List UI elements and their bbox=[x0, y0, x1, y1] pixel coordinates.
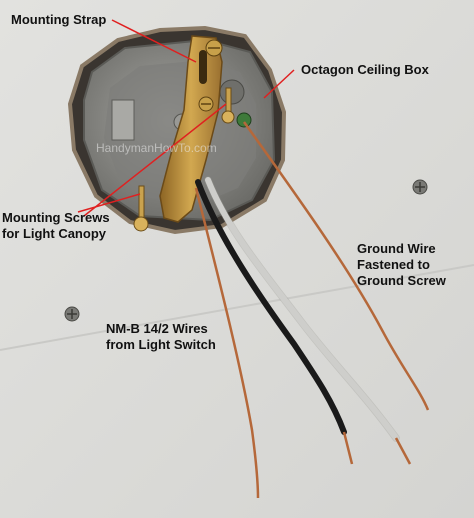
drywall-seam bbox=[0, 264, 474, 351]
label-nm-wires: NM-B 14/2 Wires from Light Switch bbox=[106, 321, 216, 353]
watermark: HandymanHowTo.com bbox=[96, 141, 217, 155]
label-nm-wires-line1: NM-B 14/2 Wires bbox=[106, 321, 208, 336]
canopy-screw-knob bbox=[133, 216, 149, 232]
callout-line-octagon bbox=[263, 69, 295, 99]
white-wire-outline bbox=[204, 176, 400, 442]
white-wire bbox=[205, 177, 399, 441]
label-ground-wire-line1: Ground Wire bbox=[357, 241, 436, 256]
mounting-strap bbox=[159, 35, 223, 223]
ground-wire-to-screw bbox=[242, 121, 430, 411]
label-ground-wire-line2: Fastened to bbox=[357, 257, 430, 272]
label-octagon-ceiling-box: Octagon Ceiling Box bbox=[301, 62, 429, 77]
black-wire bbox=[195, 179, 347, 435]
callout-line-strap bbox=[111, 19, 197, 63]
strap-slot bbox=[199, 50, 207, 84]
ground-wire bbox=[194, 187, 260, 499]
callout-line-screw bbox=[77, 193, 141, 213]
label-mounting-screws: Mounting Screws for Light Canopy bbox=[2, 210, 110, 242]
label-mounting-screws-line1: Mounting Screws bbox=[2, 210, 110, 225]
copper-wire-end bbox=[394, 437, 412, 465]
label-nm-wires-line2: from Light Switch bbox=[106, 337, 216, 352]
copper-wire-end bbox=[342, 431, 354, 465]
box-knockout bbox=[219, 79, 245, 105]
label-mounting-screws-line2: for Light Canopy bbox=[2, 226, 106, 241]
ground-screw bbox=[236, 112, 252, 128]
canopy-screw-knob bbox=[221, 110, 235, 124]
label-ground-wire: Ground Wire Fastened to Ground Screw bbox=[357, 241, 446, 289]
label-mounting-strap: Mounting Strap bbox=[11, 12, 107, 27]
label-ground-wire-line3: Ground Screw bbox=[357, 273, 446, 288]
callout-line-screw bbox=[83, 103, 227, 217]
cable-clamp bbox=[111, 99, 135, 141]
